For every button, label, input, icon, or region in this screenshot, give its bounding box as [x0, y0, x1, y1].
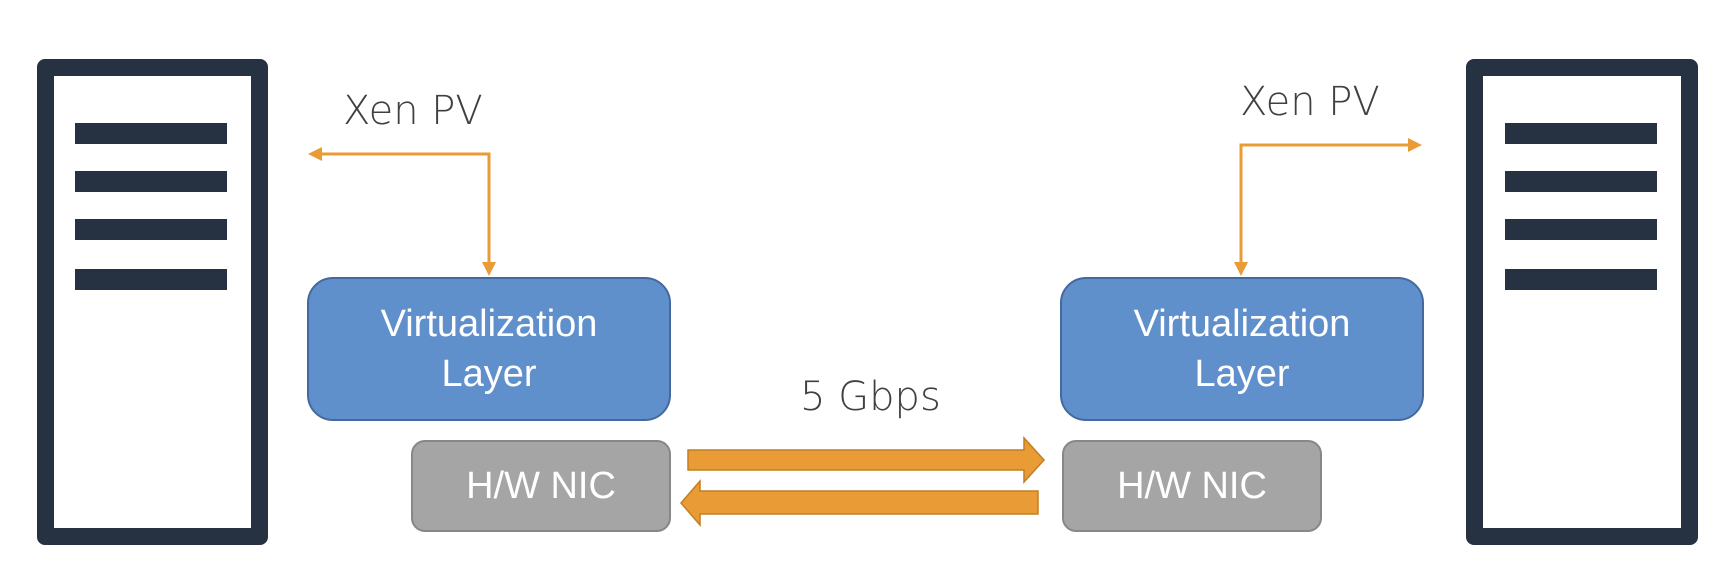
server-slot — [1505, 219, 1657, 240]
left-hw-nic-label: H/W NIC — [466, 464, 616, 507]
right-xen-pv-connector — [1239, 143, 1412, 268]
left-xen-pv-connector — [318, 152, 491, 268]
right-xen-pv-label: Xen PV — [1240, 79, 1380, 125]
link-arrow-left-icon — [680, 478, 1039, 528]
left-virtualization-line1: Virtualization — [380, 303, 598, 345]
link-speed-label: 5 Gbps — [800, 374, 941, 420]
server-slot — [75, 269, 227, 290]
server-slot — [1505, 171, 1657, 192]
right-virtualization-layer: Virtualization Layer — [1060, 277, 1424, 421]
left-virtualization-layer: Virtualization Layer — [307, 277, 671, 421]
right-xen-arrowhead-right-icon — [1408, 138, 1422, 152]
right-xen-arrowhead-down-icon — [1234, 262, 1248, 276]
link-arrow-right-icon — [687, 436, 1046, 484]
server-slot — [75, 123, 227, 144]
right-hw-nic-label: H/W NIC — [1117, 464, 1267, 507]
right-server-icon — [1466, 59, 1698, 545]
left-xen-arrowhead-down-icon — [482, 262, 496, 276]
right-virtualization-line2: Layer — [1194, 353, 1290, 395]
left-virtualization-line2: Layer — [441, 353, 537, 395]
right-virtualization-line1: Virtualization — [1133, 303, 1351, 345]
left-xen-pv-label: Xen PV — [343, 88, 483, 134]
server-slot — [75, 171, 227, 192]
left-server-icon — [37, 59, 268, 545]
left-xen-arrowhead-left-icon — [308, 147, 322, 161]
server-slot — [1505, 123, 1657, 144]
server-slot — [75, 219, 227, 240]
left-hw-nic: H/W NIC — [411, 440, 671, 532]
right-hw-nic: H/W NIC — [1062, 440, 1322, 532]
server-slot — [1505, 269, 1657, 290]
